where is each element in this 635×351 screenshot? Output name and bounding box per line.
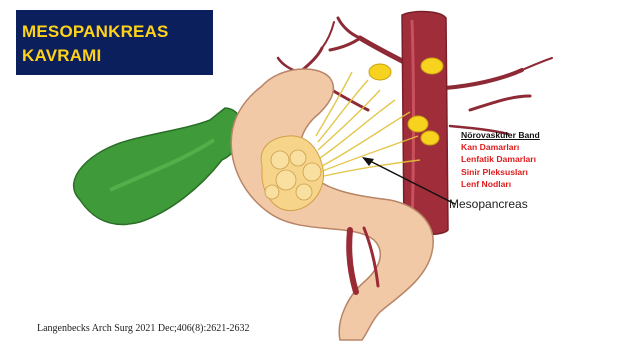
legend: Nörovasküler Band Kan Damarları Lenfatik… <box>461 129 540 190</box>
legend-item: Lenfatik Damarları <box>461 153 540 165</box>
title-line-2: KAVRAMI <box>22 46 101 66</box>
legend-item: Sinir Pleksusları <box>461 166 540 178</box>
legend-heading: Nörovasküler Band <box>461 129 540 141</box>
citation: Langenbecks Arch Surg 2021 Dec;406(8):26… <box>37 323 250 334</box>
mesopancreas-label: Mesopancreas <box>449 197 528 211</box>
legend-item: Kan Damarları <box>461 141 540 153</box>
title-box: MESOPANKREAS KAVRAMI <box>16 10 213 75</box>
pointer-arrowhead <box>362 157 374 166</box>
title-line-1: MESOPANKREAS <box>22 22 169 42</box>
legend-item: Lenf Nodları <box>461 178 540 190</box>
